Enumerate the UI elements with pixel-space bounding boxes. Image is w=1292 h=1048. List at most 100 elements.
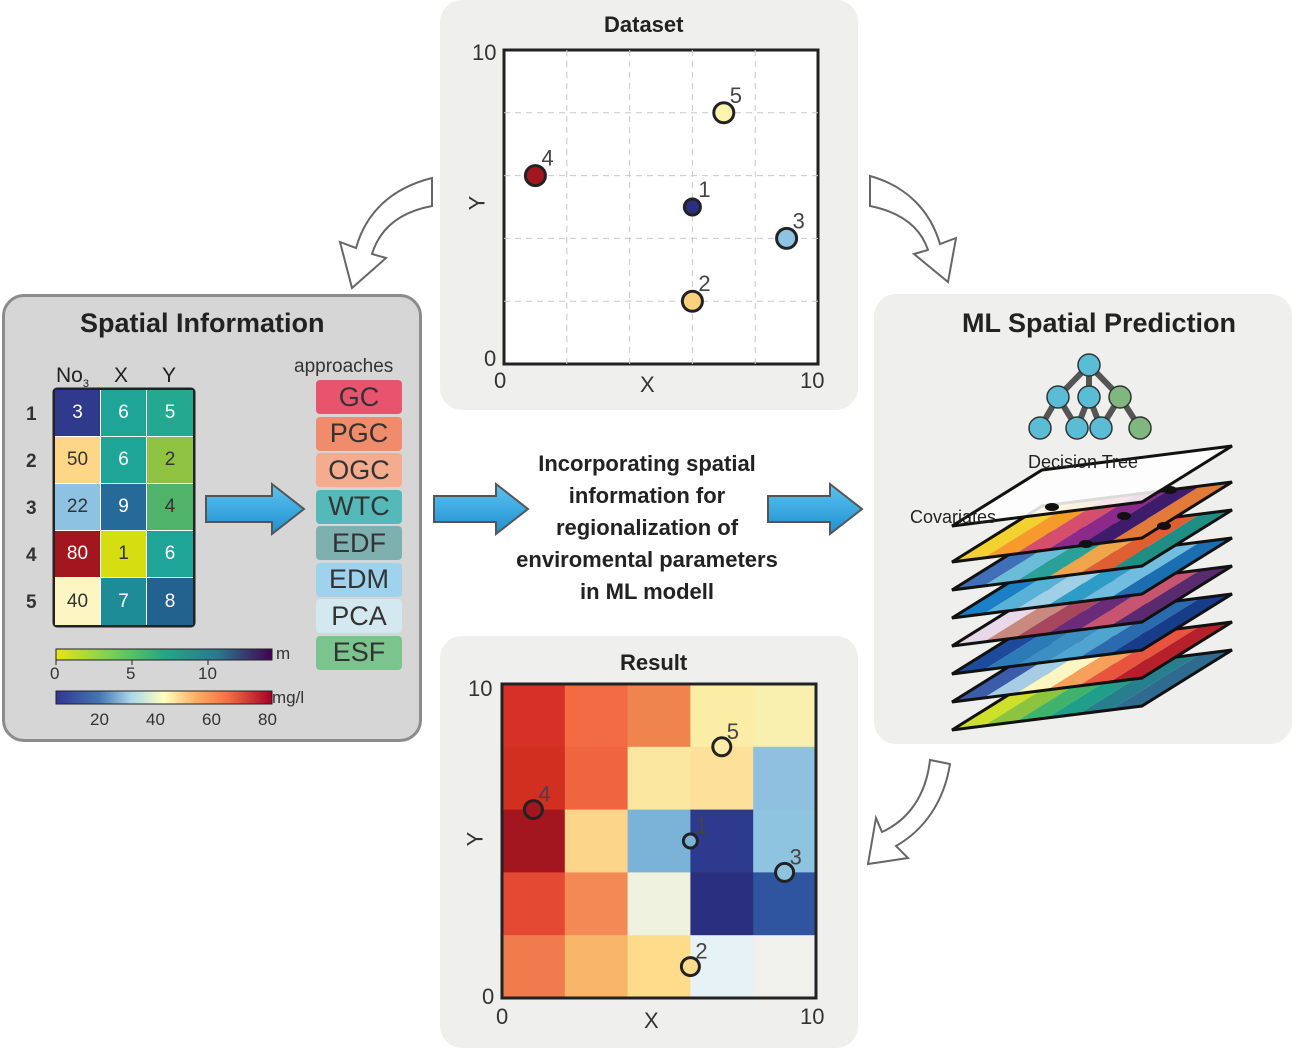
center-text-line: enviromental parameters	[516, 547, 778, 572]
result-x-label: X	[644, 1008, 659, 1033]
curved-arrow-ml-to-result	[866, 758, 952, 866]
heatmap-cell	[690, 872, 754, 936]
table-cell: 8	[147, 578, 193, 625]
decision-tree-nodes	[1028, 353, 1152, 440]
heatmap-cell	[690, 746, 754, 811]
result-xtick-max: 10	[800, 1004, 825, 1029]
covariate-layer-cell	[1047, 490, 1169, 550]
table-cell: 50	[55, 437, 101, 484]
point-label: 4	[541, 146, 553, 171]
colorbar-m-tick: 10	[198, 664, 217, 683]
table-cell: 22	[55, 484, 101, 531]
point-label: 3	[793, 208, 805, 233]
covariate-layer-cell	[1078, 514, 1201, 574]
heatmap-cell	[502, 809, 566, 873]
point-label: 1	[695, 813, 707, 838]
dataset-x-label: X	[640, 372, 655, 397]
table-cell: 3	[55, 390, 101, 437]
colorbar-mgl-unit: mg/l	[272, 688, 305, 707]
decision-tree-label: Decision Tree	[1028, 452, 1139, 472]
blue-arrow-approaches-to-text	[433, 481, 530, 537]
heatmap-cell	[690, 935, 754, 999]
covariate-layer-cell	[983, 498, 1106, 558]
covariate-layer-cell	[1015, 494, 1137, 554]
covariate-layer-cell	[1078, 486, 1201, 546]
covariate-layer-cell	[952, 502, 1074, 562]
table-cell: 5	[147, 390, 193, 437]
point-label: 2	[698, 271, 710, 296]
covariate-point	[1045, 503, 1059, 511]
colorbar-m	[55, 648, 273, 661]
covariate-layer-cell	[1078, 654, 1201, 714]
approach-pgc: PGC	[316, 416, 402, 451]
heatmap-cell	[753, 935, 817, 999]
heatmap-cell	[753, 746, 817, 811]
result-point	[774, 861, 796, 883]
data-point	[680, 289, 704, 313]
heatmap-cell	[502, 935, 566, 999]
heatmap-cell	[627, 684, 691, 748]
point-label: 3	[790, 844, 802, 869]
covariate-layer-cell	[1110, 538, 1232, 598]
center-text-line: information for	[568, 483, 726, 508]
heatmap-cell	[627, 872, 691, 936]
covariate-layer-cell	[1110, 482, 1232, 542]
covariate-layer-cell	[1078, 598, 1201, 658]
spatial-table-frame	[52, 387, 196, 628]
result-ytick-min: 0	[482, 984, 495, 1009]
covariate-point	[1079, 540, 1093, 548]
heatmap-cell	[564, 935, 629, 999]
heatmap-cell	[753, 872, 817, 936]
row-label: 5	[26, 592, 37, 613]
row-label: 4	[26, 545, 37, 566]
heatmap-cell	[627, 809, 691, 873]
point-label: 1	[698, 177, 710, 202]
colorbar-m-tick: 5	[126, 664, 136, 683]
point-label: 5	[727, 719, 739, 744]
dataset-y-label: Y	[464, 195, 490, 211]
covariate-layer-cell	[1110, 566, 1232, 626]
colorbar-mgl-tick: 80	[258, 710, 277, 729]
colorbar-mgl-tick: 20	[90, 710, 109, 729]
colorbar-m-tick: 0	[50, 664, 60, 683]
table-cell: 6	[101, 437, 147, 484]
table-header-y: Y	[162, 364, 177, 387]
curved-arrow-dataset-to-spatial	[338, 176, 433, 290]
covariate-point	[1117, 512, 1131, 520]
dataset-plot-frame	[502, 48, 820, 366]
heatmap-cell	[564, 872, 629, 936]
row-label: 3	[26, 498, 37, 519]
approach-gc: GC	[316, 380, 402, 414]
heatmap-cell	[627, 746, 691, 811]
covariate-layer-cell	[1110, 510, 1232, 570]
heatmap-cell	[502, 872, 566, 936]
covariate-layer-cell	[1110, 622, 1232, 682]
dataset-ytick-min: 0	[484, 346, 497, 371]
colorbar-m-unit: m	[276, 644, 291, 663]
result-title: Result	[620, 650, 688, 675]
table-cell: 7	[101, 578, 147, 625]
center-text-line: Incorporating spatial	[538, 451, 756, 476]
heatmap-cell	[753, 684, 817, 748]
table-header-x: X	[114, 364, 129, 387]
covariate-points-layer	[951, 444, 1233, 528]
covariate-layer-cell	[1078, 626, 1201, 686]
result-y-label: Y	[462, 831, 488, 847]
covariate-point	[1163, 486, 1177, 494]
table-cell: 4	[147, 484, 193, 531]
center-description: Incorporating spatial information for re…	[494, 448, 800, 608]
colorbar-mgl-tick: 60	[202, 710, 221, 729]
curved-arrow-dataset-to-ml	[869, 174, 958, 284]
table-cell: 40	[55, 578, 101, 625]
covariate-layer-cell	[1110, 594, 1232, 654]
approach-pca: PCA	[316, 599, 402, 633]
dataset-xtick-max: 10	[800, 368, 825, 393]
data-point	[775, 226, 799, 250]
covariate-layer-cell	[1110, 650, 1232, 710]
ml-title: ML Spatial Prediction	[962, 308, 1237, 338]
point-label: 2	[695, 939, 707, 964]
table-cell: 80	[55, 531, 101, 578]
dataset-ytick-max: 10	[472, 40, 497, 65]
table-cell: 2	[147, 437, 193, 484]
